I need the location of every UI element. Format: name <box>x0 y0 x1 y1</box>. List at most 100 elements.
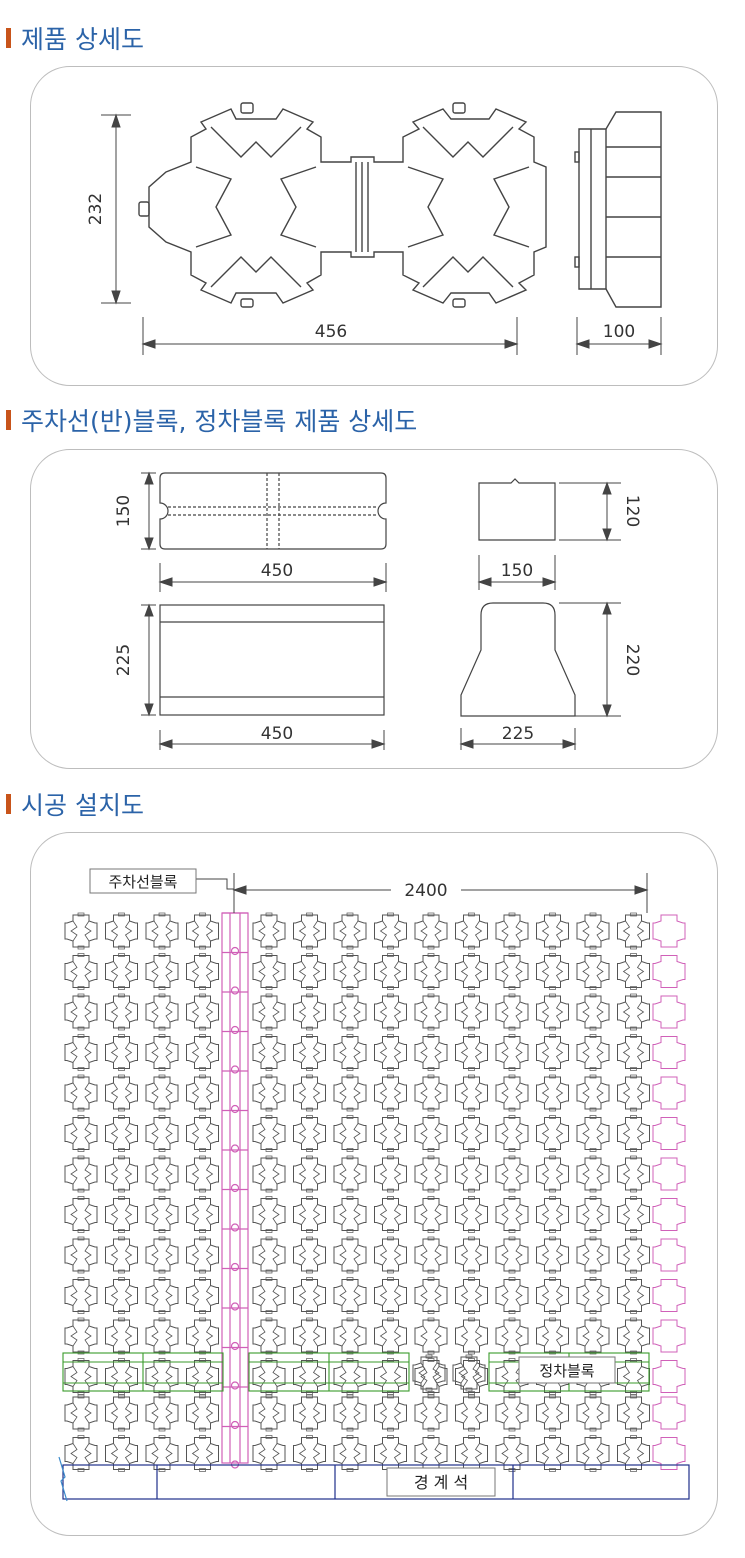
paver-cross <box>252 1358 286 1395</box>
paver-cross <box>252 1034 286 1071</box>
paver-cross <box>652 1157 686 1191</box>
paver-cross <box>576 1236 610 1274</box>
paver-cross <box>333 1115 367 1152</box>
paver-cross <box>64 1394 98 1432</box>
paver-cross <box>64 1115 98 1152</box>
paver-cross <box>252 1074 286 1112</box>
paver-cross <box>495 1277 529 1314</box>
paver-cross <box>186 1435 219 1472</box>
paver-cross <box>105 993 138 1031</box>
dim-profile-height-220: 220 <box>622 644 642 676</box>
paver-cross <box>374 1115 407 1152</box>
paver-cross <box>64 1074 98 1112</box>
paver-cross <box>105 1074 138 1112</box>
paver-cross <box>414 953 448 990</box>
paver-cross <box>105 1115 138 1152</box>
paver-cross <box>186 1358 219 1395</box>
paver-cross <box>145 1115 179 1152</box>
paver-cross <box>145 1435 179 1472</box>
paver-cross <box>145 1317 179 1355</box>
paver-cross <box>145 1394 179 1432</box>
parking-line-joint <box>230 1381 240 1390</box>
parking-line-block-column <box>221 912 249 1469</box>
paver-cross <box>145 1358 179 1395</box>
paver-cross <box>414 1277 448 1314</box>
paver-cross <box>414 1115 448 1152</box>
paver-cross <box>455 1236 488 1274</box>
paver-cross <box>652 1198 686 1231</box>
parking-line-joint <box>230 1025 240 1035</box>
paver-cross <box>333 912 367 950</box>
paver-cross <box>105 1277 138 1314</box>
paver-cross <box>414 1236 448 1274</box>
paver-cross <box>105 1196 138 1233</box>
paver-cross <box>374 953 407 990</box>
paver-cross <box>374 1236 407 1274</box>
paver-cross <box>105 1358 138 1395</box>
paver-cross <box>252 1435 286 1472</box>
block-detail-panel: 150 450 150 120 225 450 225 220 <box>30 449 718 769</box>
paver-cross <box>576 993 610 1031</box>
installation-panel: 2400 주차선블록 정차블록 경 계 석 <box>30 832 718 1536</box>
paver-cross <box>414 1317 448 1355</box>
title-marker <box>6 410 11 430</box>
paver-cross <box>536 1115 569 1152</box>
paver-cross <box>105 1155 138 1193</box>
paver-cross <box>455 1034 488 1071</box>
paver-cross <box>252 1394 286 1432</box>
paver-cross <box>186 1277 219 1314</box>
paver-cross <box>495 1034 529 1071</box>
parking-line-joint <box>230 1183 240 1193</box>
paver-cross <box>293 1317 326 1355</box>
paver-cross <box>652 1036 686 1069</box>
paver-cross <box>414 993 448 1031</box>
paver-cross <box>293 1115 326 1152</box>
paver-cross <box>414 1435 448 1472</box>
curb-label: 경 계 석 <box>414 1473 468 1492</box>
parking-line-block-top-view <box>159 472 387 550</box>
paver-cross <box>293 953 326 990</box>
paver-cross <box>414 1034 448 1071</box>
parking-line-label-box <box>89 868 197 894</box>
paver-cross <box>617 1155 650 1193</box>
paver-cross <box>145 1034 179 1071</box>
block-detail-drawing: 150 450 150 120 225 450 225 220 <box>114 471 642 750</box>
paver-cross <box>455 1277 488 1314</box>
paver-cross <box>105 912 138 950</box>
paver-cross <box>186 953 219 990</box>
paver-cross <box>617 1435 650 1472</box>
paver-cross <box>252 953 286 990</box>
paver-grid-right <box>252 912 650 1472</box>
dim-height-232: 232 <box>86 193 106 225</box>
paver-cross <box>293 1358 326 1395</box>
paver-cross <box>455 993 488 1031</box>
paver-cross <box>145 993 179 1031</box>
paver-cross <box>536 1277 569 1314</box>
paver-cross <box>617 1236 650 1274</box>
paver-cross <box>64 1155 98 1193</box>
paver-cross <box>186 1034 219 1071</box>
paver-cross <box>333 1074 367 1112</box>
paver-cross <box>64 1277 98 1314</box>
paver-cross <box>455 1196 488 1233</box>
paver-cross <box>333 1394 367 1432</box>
paver-cross <box>64 953 98 990</box>
paver-cross <box>293 1196 326 1233</box>
paver-cross <box>536 1394 569 1432</box>
paver-cross <box>252 1155 286 1193</box>
paver-cross <box>333 1034 367 1071</box>
paver-cross <box>293 993 326 1031</box>
paver-cross <box>333 1277 367 1314</box>
paver-cross <box>252 912 286 950</box>
paver-cross <box>617 1394 650 1432</box>
paver-cross <box>293 1277 326 1314</box>
paver-cross <box>617 1277 650 1314</box>
paver-cross <box>536 1196 569 1233</box>
paver-cross <box>576 1074 610 1112</box>
parking-line-block-front-view <box>159 604 385 716</box>
paver-cross <box>186 1074 219 1112</box>
paver-cross <box>576 912 610 950</box>
paver-cross <box>652 1360 686 1393</box>
paver-cross <box>536 1074 569 1112</box>
paver-cross <box>374 1317 407 1355</box>
